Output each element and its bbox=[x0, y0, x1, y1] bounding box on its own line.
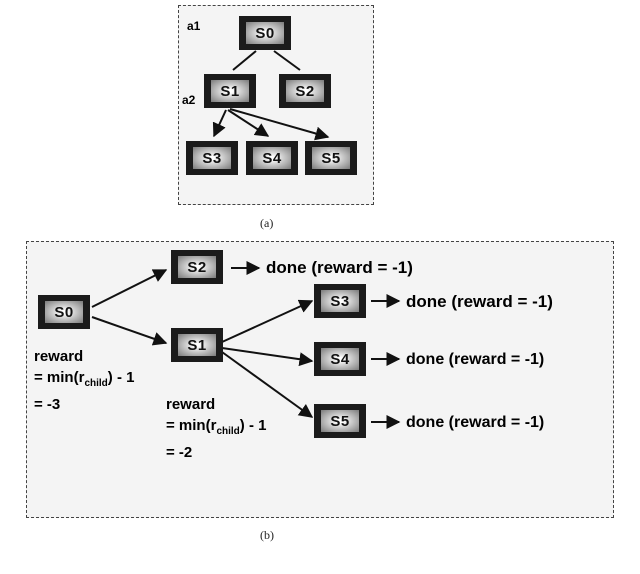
label-a2: a2 bbox=[182, 93, 196, 107]
edge-b-s1-s5 bbox=[221, 351, 314, 418]
node-b-s2: S2 bbox=[171, 250, 223, 284]
edge-a-s1-s3 bbox=[212, 109, 227, 138]
node-b-s4: S4 bbox=[314, 342, 366, 376]
caption-a: (a) bbox=[260, 216, 274, 230]
edge-b-s0-s2 bbox=[91, 269, 168, 308]
reward-root-line3: = -3 bbox=[34, 396, 61, 413]
edge-a-s0-s1 bbox=[232, 50, 257, 71]
reward-s1-line2: = min(rchild) - 1 bbox=[166, 417, 267, 437]
done-label-s3: done (reward = -1) bbox=[406, 292, 553, 311]
reward-s1-line3: = -2 bbox=[166, 444, 193, 461]
node-b-s1: S1 bbox=[171, 328, 223, 362]
caption-b: (b) bbox=[260, 528, 274, 542]
node-a-s2: S2 bbox=[279, 74, 331, 108]
node-a-s5: S5 bbox=[305, 141, 357, 175]
reward-root-line1: reward bbox=[34, 348, 84, 365]
node-a-s4: S4 bbox=[246, 141, 298, 175]
node-b-s5: S5 bbox=[314, 404, 366, 438]
edge-a-s1-s4 bbox=[227, 109, 270, 137]
node-a-s1: S1 bbox=[204, 74, 256, 108]
edge-b-s0-s1 bbox=[91, 316, 168, 346]
done-label-s4: done (reward = -1) bbox=[406, 351, 545, 368]
node-a-s3: S3 bbox=[186, 141, 238, 175]
edge-a-s1-s5 bbox=[229, 108, 330, 141]
reward-s1-line1: reward bbox=[166, 396, 216, 413]
edge-b-s1-s3 bbox=[221, 299, 314, 343]
done-label-s2: done (reward = -1) bbox=[266, 258, 413, 277]
node-a-s0: S0 bbox=[239, 16, 291, 50]
edge-a-s0-s2 bbox=[273, 50, 301, 71]
done-label-s5: done (reward = -1) bbox=[406, 414, 545, 431]
reward-root-line2: = min(rchild) - 1 bbox=[34, 369, 135, 389]
reward-s1: reward = min(rchild) - 1 = -2 bbox=[166, 394, 266, 463]
edge-b-s1-s4 bbox=[221, 347, 314, 367]
node-b-s0: S0 bbox=[38, 295, 90, 329]
node-b-s3: S3 bbox=[314, 284, 366, 318]
reward-root: reward = min(rchild) - 1 = -3 bbox=[34, 346, 134, 415]
label-a1: a1 bbox=[187, 19, 201, 33]
